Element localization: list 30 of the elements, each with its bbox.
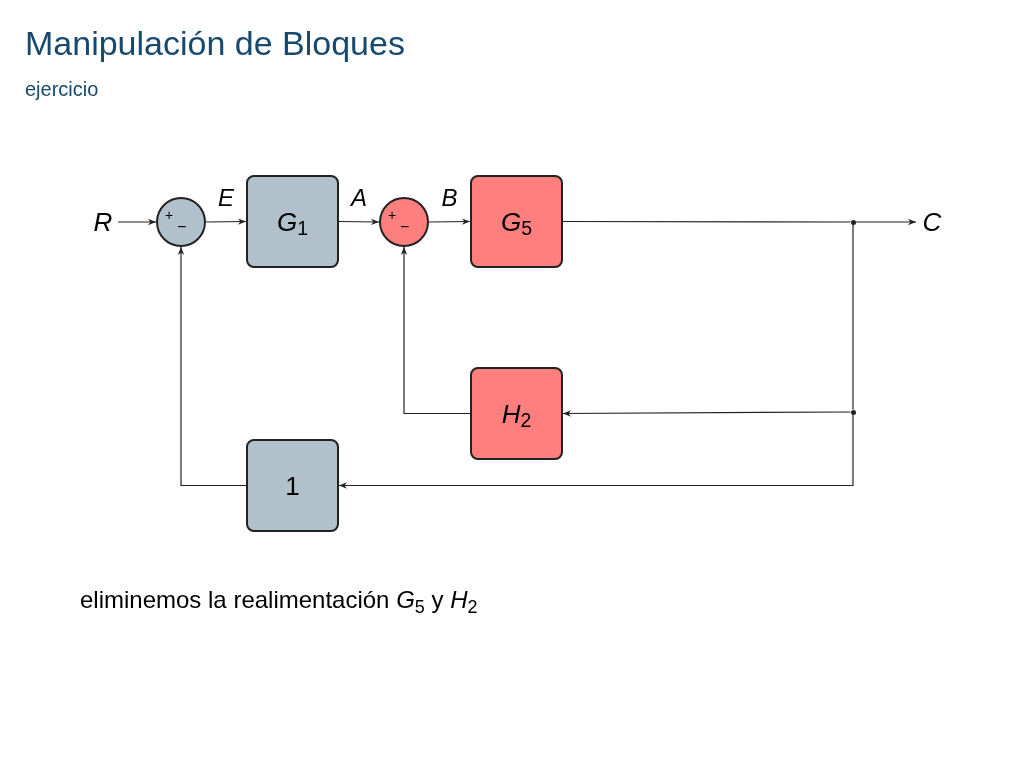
sign: + [165,208,174,222]
note-text: eliminemos la realimentación G$_{5}$ y H$_{2}$ [80,585,478,618]
signal-arrow [854,218,917,226]
summing-junction [156,197,206,247]
block-label: H$_{2}$ [501,400,532,427]
transfer-block [246,175,339,268]
signal-name: R [88,206,118,238]
sign: + [388,208,397,222]
sign: − [177,219,187,235]
branch-point [850,409,856,415]
signal-arrow [428,218,471,225]
sign: − [400,219,410,235]
transfer-block [470,175,563,268]
branch-point [850,219,856,225]
signal-arrow [177,246,247,487]
signal-arrow [400,246,471,415]
signal-arrow [338,413,854,489]
slide-title: Manipulación de Bloques [25,23,405,64]
transfer-block [470,367,563,460]
signal-name: C [916,206,948,238]
signal-arrow [117,218,157,226]
signal-arrow [205,218,247,225]
block-label: G$_{5}$ [500,208,533,235]
signal-arrow [562,410,852,417]
summing-junction [379,197,429,247]
transfer-block [246,439,339,532]
block-label: 1 [285,472,300,499]
slide-subtitle: ejercicio [25,77,99,102]
signal-arrow [338,218,380,226]
block-label: G$_{1}$ [276,208,309,235]
